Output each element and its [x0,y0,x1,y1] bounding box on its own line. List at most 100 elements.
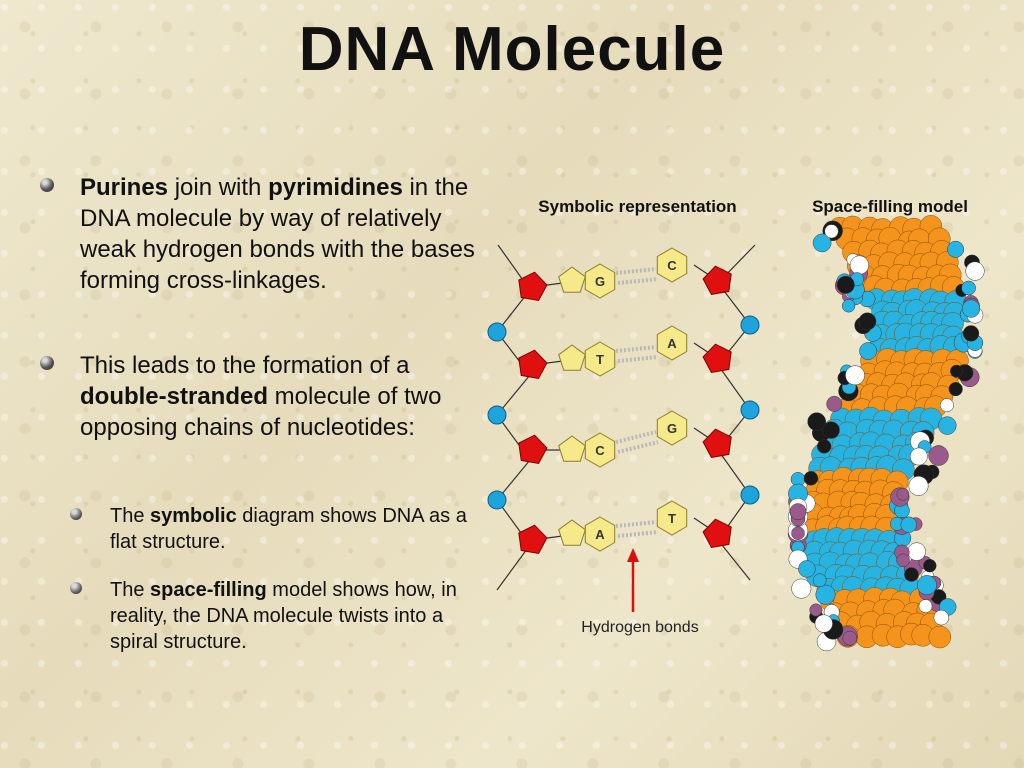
sugar-pentagon [702,518,732,549]
hydrogen-bond [617,355,659,363]
atom-sphere [814,614,833,633]
atom-sphere [896,553,910,568]
atom-sphere [909,447,928,466]
base-ring [584,432,616,468]
text-run: symbolic [150,505,237,527]
sugar-pentagon [702,343,732,374]
bullet-text: Purines join with pyrimidines in the DNA… [80,172,480,296]
bullet-icon [70,582,82,594]
atom-sphere [961,299,981,318]
atom-sphere [822,421,840,439]
base-ring [656,325,688,361]
atom-sphere [824,224,839,239]
base-letter: G [595,274,605,289]
sugar-pentagon [702,428,732,459]
arrow-head-icon [627,548,639,562]
text-run: in the DNA molecule by way of relatively… [80,174,475,294]
sub-bullet-text: The space-filling model shows how, in re… [110,577,480,655]
atom-sphere [798,560,816,578]
atom-sphere [816,439,832,454]
atom-sphere [809,603,823,617]
bullet-icon [70,508,82,520]
atom-sphere [907,542,926,561]
phosphate-circle [740,315,760,335]
atom-sphere [948,382,963,397]
sugar-pentagon [518,271,548,302]
atom-sphere [803,471,819,486]
atom-sphere [812,573,827,588]
text-run: This leads to the formation of a [80,352,410,379]
atom-sphere [950,364,963,378]
text-run: The [110,579,151,601]
phosphate-circle [487,405,507,425]
hydrogen-bonds-label: Hydrogen bonds [581,619,699,636]
base-ring [558,344,586,371]
bullet-icon [40,356,54,370]
space-filling-label: Space-filling model [812,197,968,216]
base-letter: C [595,443,605,458]
hydrogen-bond [617,440,659,454]
atom-sphere [842,630,858,646]
base-letter: T [668,511,676,526]
symbolic-label: Symbolic representation [538,197,737,216]
text-run: Purines [80,174,169,201]
atom-sphere [938,416,957,435]
atom-sphere [908,475,929,496]
hydrogen-bond [615,267,657,275]
atom-sphere [965,261,985,281]
text-run: double-stranded [80,383,269,410]
atom-sphere [836,275,855,294]
base-ring [584,263,616,299]
base-letter: C [667,258,677,273]
atom-sphere [896,487,910,501]
atom-sphere [904,567,919,582]
sugar-pentagon [518,349,548,380]
atom-sphere [826,395,843,412]
atom-sphere [849,255,869,275]
text-run: diagram shows DNA as a flat structure. [110,505,467,553]
base-letter: G [667,421,677,436]
bullet-text: This leads to the formation of a double-… [80,350,480,443]
sugar-pentagon [518,524,548,555]
phosphate-circle [487,490,507,510]
base-ring [558,435,586,462]
atom-sphere [928,445,949,466]
base-ring [558,519,586,546]
base-ring [656,247,688,283]
atom-sphere [928,625,952,649]
phosphate-circle [487,322,507,342]
text-run: model shows how, in reality, the DNA mol… [110,579,457,653]
bullet-icon [40,178,54,192]
atom-sphere [789,503,807,521]
base-letter: T [596,352,604,367]
atom-sphere [961,280,976,296]
base-ring [656,410,688,446]
atom-sphere [962,325,980,342]
atom-sphere [933,609,950,626]
text-run: join with [168,174,269,201]
page-title: DNA Molecule [298,15,726,84]
atom-sphere [815,584,836,605]
sugar-pentagon [702,265,732,296]
hydrogen-bond [615,345,657,353]
atom-sphere [900,516,917,533]
atom-sphere [939,398,954,413]
hydrogen-bond [615,430,657,444]
atom-sphere [918,599,933,613]
atom-sphere [858,312,877,331]
atom-sphere [947,240,965,258]
base-letter: A [595,527,605,542]
atom-sphere [807,412,826,431]
phosphate-circle [740,400,760,420]
text-run: molecule of two opposing chains of nucle… [80,383,442,441]
base-ring [656,500,688,536]
atom-sphere [923,559,937,573]
atom-sphere [812,233,832,253]
atom-sphere [845,365,865,386]
atom-sphere [859,342,877,360]
atom-sphere [791,578,812,599]
sub-bullet-text: The symbolic diagram shows DNA as a flat… [110,503,480,555]
base-ring [558,266,586,293]
